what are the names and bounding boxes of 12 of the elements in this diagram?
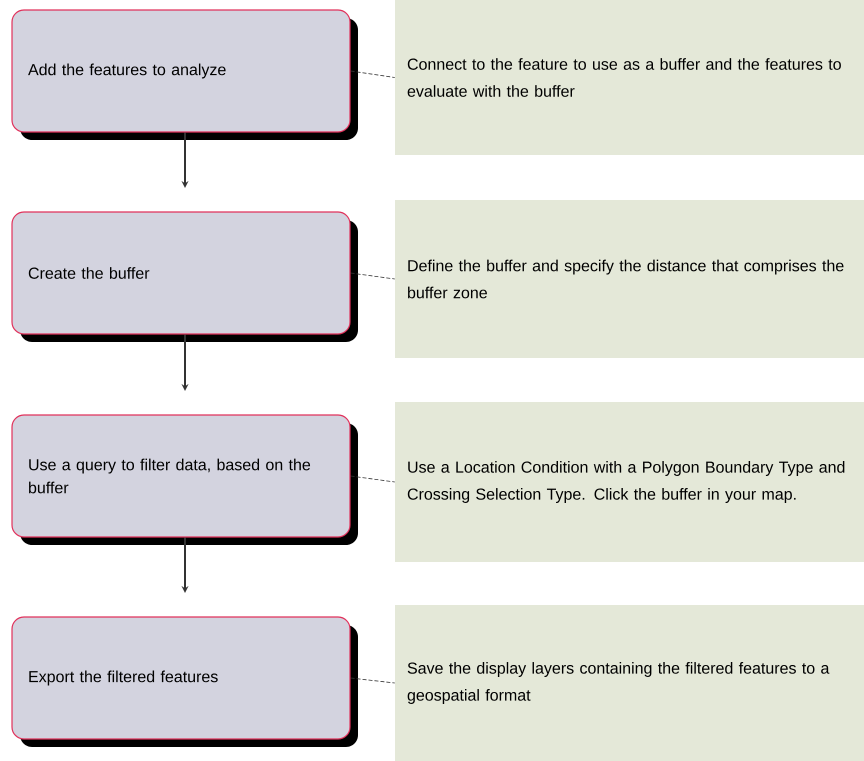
connector-line [350,272,396,280]
description-panel: Save the display layers containing the filtered features to a geospatial format [395,605,864,761]
description-panel: Define the buffer and specify the distance that comprises the buffer zone [395,200,864,358]
connector-line [350,678,396,684]
connector-line [350,70,396,78]
description-panel: Use a Location Condition with a Polygon Boundary Type and Crossing Selection Type. Click the buffer in your map. [395,402,864,562]
step-box: Use a query to filter data, based on the buffer [11,414,358,545]
description-panel: Connect to the feature to use as a buffer and the features to evaluate with the buffer [395,0,864,155]
step-box: Add the features to analyze [11,9,358,140]
step-box: Export the filtered features [11,616,358,747]
step-box: Create the buffer [11,211,358,342]
connector-line [350,476,396,482]
